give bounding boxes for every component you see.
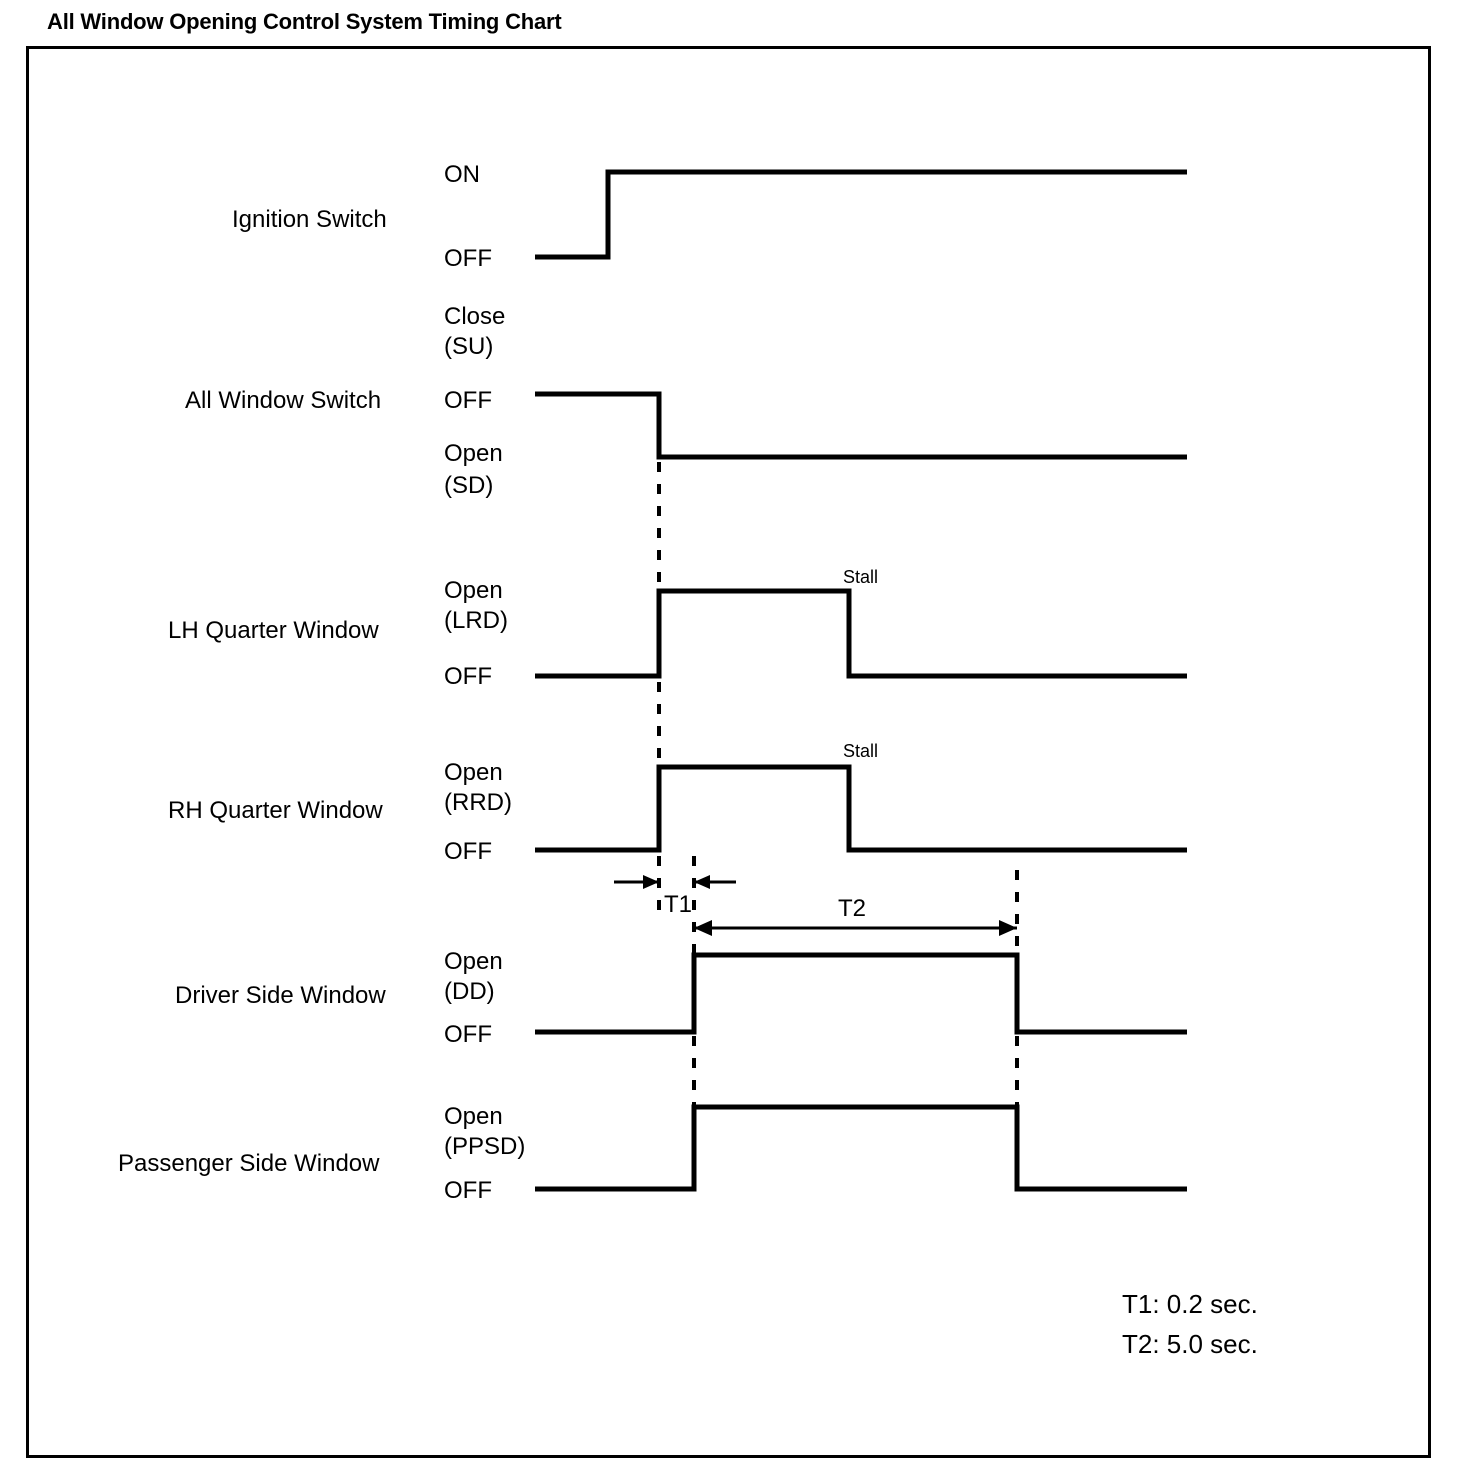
annotation-stall-rh: Stall: [843, 741, 878, 761]
legend-t1-value: T1: 0.2 sec.: [1122, 1289, 1258, 1319]
waveform-all-window-switch: [535, 391, 1187, 460]
signal-label-all-window-switch: All Window Switch: [185, 387, 381, 414]
dimension-label-t1: T1: [664, 891, 692, 918]
level-label-lh-open: Open: [444, 577, 503, 604]
level-label-allwin-open: Open: [444, 440, 503, 467]
level-label-dd-open-code: (DD): [444, 978, 495, 1005]
level-label-pp-open-code: (PPSD): [444, 1133, 525, 1160]
signal-label-lh-quarter-window: LH Quarter Window: [168, 617, 379, 644]
signal-label-rh-quarter-window: RH Quarter Window: [168, 797, 383, 824]
waveform-ignition-switch: [535, 169, 1187, 260]
arrow-head-t2-left: [694, 920, 712, 936]
signal-label-driver-side-window: Driver Side Window: [175, 982, 386, 1009]
annotation-stall-lh: Stall: [843, 567, 878, 587]
arrow-head-t2-right: [999, 920, 1017, 936]
level-label-lh-off: OFF: [444, 663, 492, 690]
waveform-rh-quarter-window: [535, 764, 1187, 853]
waveform-lh-quarter-window: [535, 588, 1187, 679]
dimension-t1: T1: [614, 875, 736, 918]
waveform-passenger-side-window: [535, 1104, 1187, 1192]
dimension-t2: T2: [694, 895, 1017, 936]
page-title: All Window Opening Control System Timing…: [47, 9, 562, 34]
level-label-dd-off: OFF: [444, 1021, 492, 1048]
level-label-allwin-off: OFF: [444, 387, 492, 414]
dimension-label-t2: T2: [838, 895, 866, 922]
level-label-pp-open: Open: [444, 1103, 503, 1130]
level-label-lh-open-code: (LRD): [444, 607, 508, 634]
level-label-ignition-on: ON: [444, 161, 480, 188]
arrow-head-t1-right: [643, 875, 659, 889]
level-label-pp-off: OFF: [444, 1177, 492, 1204]
level-label-allwin-close: Close: [444, 303, 505, 330]
waveform-driver-side-window: [535, 952, 1187, 1035]
arrow-head-t1-left: [694, 875, 710, 889]
level-label-dd-open: Open: [444, 948, 503, 975]
level-label-allwin-close-code: (SU): [444, 333, 493, 360]
level-label-ignition-off: OFF: [444, 245, 492, 272]
level-label-rh-open-code: (RRD): [444, 789, 512, 816]
signal-label-passenger-side-window: Passenger Side Window: [118, 1150, 380, 1177]
level-label-allwin-open-code: (SD): [444, 472, 493, 499]
level-label-rh-off: OFF: [444, 838, 492, 865]
chart-frame: [26, 46, 1431, 1458]
legend-t2-value: T2: 5.0 sec.: [1122, 1329, 1258, 1359]
signal-label-ignition-switch: Ignition Switch: [232, 206, 387, 233]
level-label-rh-open: Open: [444, 759, 503, 786]
